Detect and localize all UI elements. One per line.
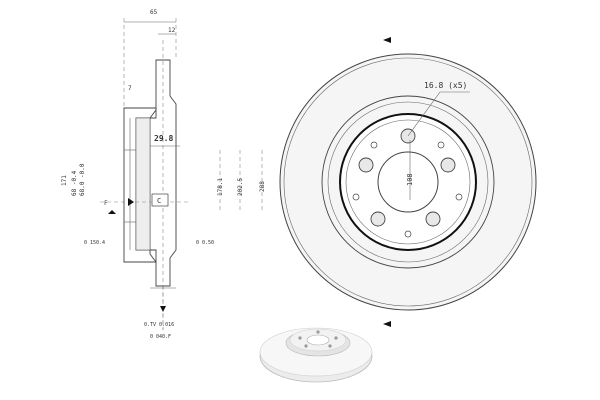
tol-right: 0 0.50 — [196, 240, 214, 246]
direction-arrow-bottom-icon — [383, 321, 391, 327]
hole-callout: 16.8 (x5) — [424, 81, 467, 90]
dim-offset: 7 — [128, 85, 132, 92]
dim-outer-mid: 202.5 — [237, 178, 244, 196]
bolt-hole — [370, 211, 386, 227]
datum-f-icon — [108, 210, 116, 214]
dim-pcd: 108 — [406, 173, 414, 186]
center-bore — [377, 151, 439, 213]
dim-d2: 68 -0.4 — [71, 170, 78, 196]
locating-hole — [404, 230, 412, 238]
datum-label: F — [104, 200, 108, 207]
datum-arrow-icon — [128, 198, 134, 206]
bolt-hole — [440, 157, 456, 173]
locating-hole — [352, 193, 360, 201]
rotor-3d-preview — [259, 327, 373, 383]
locating-hole — [437, 141, 445, 149]
dim-total-width: 65 — [150, 9, 158, 16]
bolt-hole — [358, 157, 374, 173]
dim-d3: 68.0 -0.0 — [79, 163, 86, 196]
dim-outer-diameter: 288 — [259, 181, 266, 192]
dim-marker: C — [157, 197, 161, 205]
side-view: 65 12 7 29.8 C F 171 68 -0.4 68.0 -0.0 0… — [61, 9, 214, 340]
dim-d1: 171 — [61, 175, 68, 186]
bolt-hole — [425, 211, 441, 227]
dim-flange: 12 — [168, 27, 176, 34]
locating-hole — [455, 193, 463, 201]
dim-center-bore: 178.1 — [217, 178, 224, 196]
dim-hub-depth: 29.8 — [154, 134, 173, 143]
tol-bottom-1: 0.TV 0.016 — [144, 322, 174, 328]
tol-bottom-2: 0 040.F — [150, 334, 171, 340]
front-view: 16.8 (x5) 108 178.1 202.5 288 — [217, 37, 537, 327]
tol-left: 0 150.4 — [84, 240, 105, 246]
locating-hole — [370, 141, 378, 149]
direction-arrow-top-icon — [383, 37, 391, 43]
